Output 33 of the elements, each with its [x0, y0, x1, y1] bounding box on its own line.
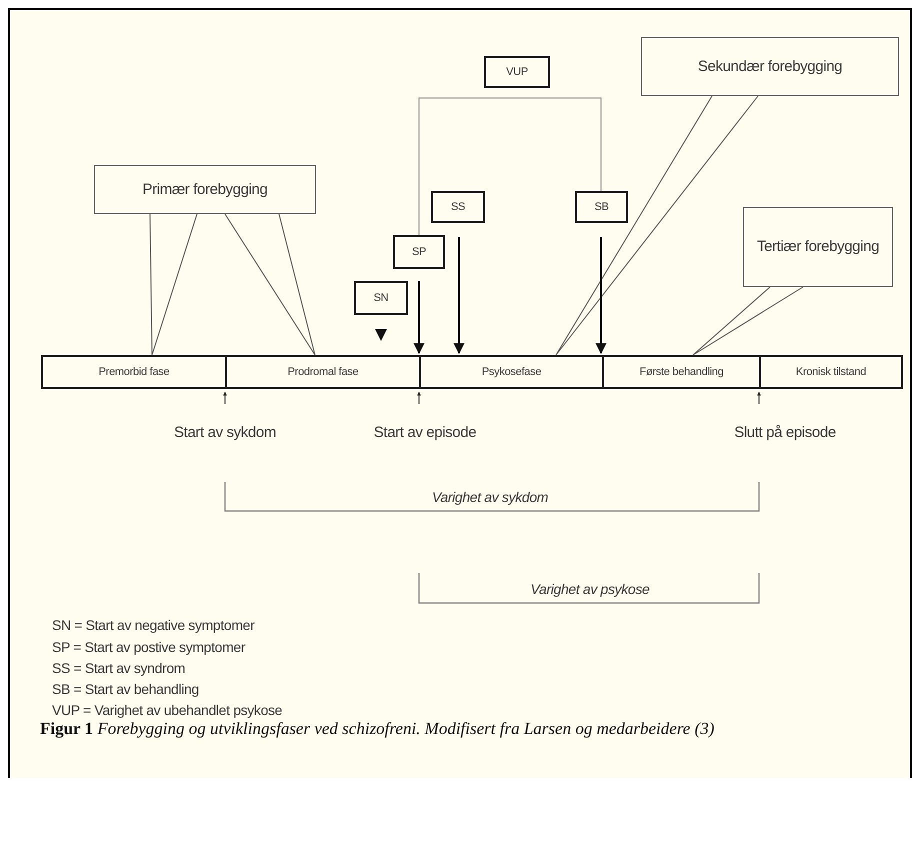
- abbreviation-note: SN = Start av negative symptomer: [52, 616, 256, 635]
- callout-box: Tertiær forebygging: [743, 207, 893, 287]
- bracket-line: [418, 98, 602, 236]
- callout-pointer: [556, 96, 758, 356]
- callout-box: Sekundær forebygging: [641, 37, 899, 96]
- abbreviation-note: SB = Start av behandling: [52, 680, 200, 699]
- event-label: Slutt på episode: [733, 423, 837, 443]
- marker-box: VUP: [484, 56, 550, 88]
- marker-box: SB: [575, 191, 628, 223]
- marker-box: SN: [354, 281, 408, 315]
- phase-segment: Premorbid fase: [41, 355, 225, 389]
- phase-segment: Kronisk tilstand: [759, 355, 903, 389]
- duration-label: Varighet av psykose: [530, 580, 650, 599]
- arrow: [375, 329, 387, 341]
- marker-box: SP: [393, 235, 445, 269]
- event-label: Start av episode: [372, 423, 478, 443]
- duration-label: Varighet av sykdom: [430, 488, 550, 507]
- callout-box: Primær forebygging: [94, 165, 316, 214]
- phase-segment: Første behandling: [602, 355, 759, 389]
- marker-box: SS: [431, 191, 485, 223]
- abbreviation-note: VUP = Varighet av ubehandlet psykose: [52, 701, 284, 720]
- arrow: [596, 237, 606, 354]
- arrow: [414, 281, 424, 354]
- abbreviation-note: SS = Start av syndrom: [52, 659, 186, 678]
- phase-segment: Psykosefase: [419, 355, 602, 389]
- arrow: [454, 237, 464, 354]
- figure-caption: Figur 1 Forebygging og utviklingsfaser ved schizofreni. Modifisert fra Larsen og medarbeidere (3): [40, 718, 716, 740]
- callout-pointer: [692, 286, 804, 356]
- callout-pointer: [224, 214, 316, 356]
- phase-segment: Prodromal fase: [225, 355, 419, 389]
- event-label: Start av sykdom: [173, 423, 277, 443]
- abbreviation-note: SP = Start av postive symptomer: [52, 638, 246, 657]
- callout-pointer: [150, 214, 198, 356]
